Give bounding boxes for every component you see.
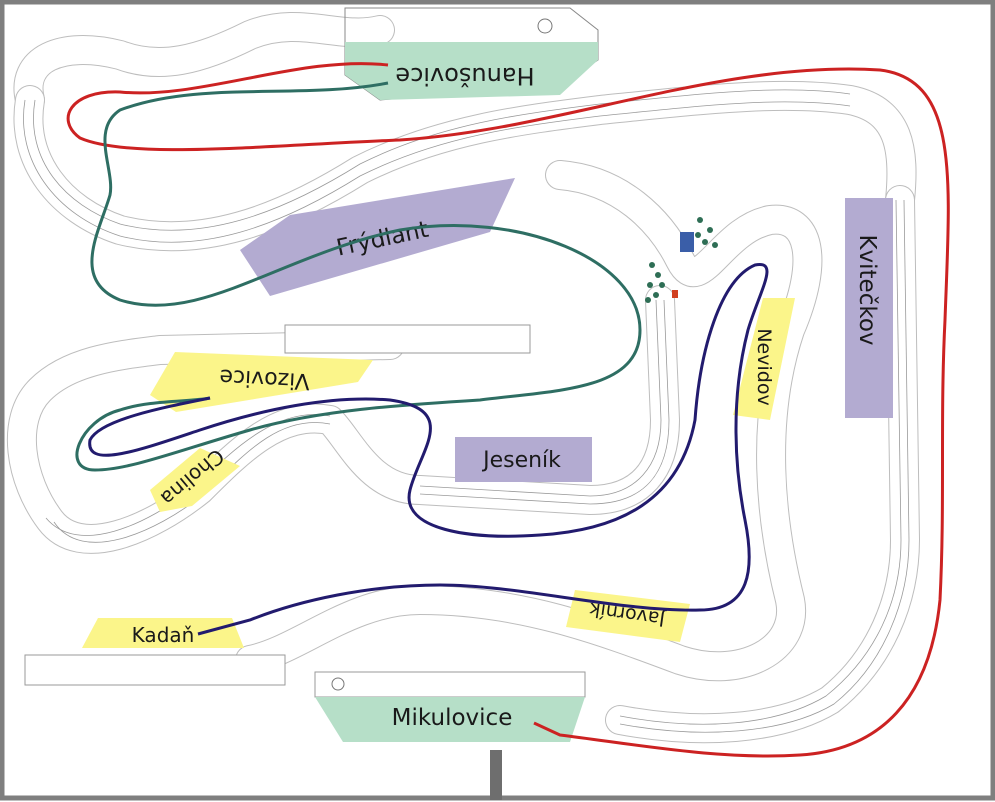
station-label-hanusovice: Hanušovice <box>395 62 534 90</box>
scenery-trees <box>645 217 718 303</box>
red-route <box>66 62 950 758</box>
teal-route <box>75 81 642 472</box>
station-label-nevidov: Nevidov <box>753 328 775 405</box>
station-label-jesenik: Jeseník <box>481 448 561 473</box>
building-blue <box>680 232 694 252</box>
station-label-mikulovice: Mikulovice <box>392 705 513 731</box>
navy-route <box>88 262 769 636</box>
station-jesenik: Jeseník <box>455 437 592 482</box>
station-nevidov: Nevidov <box>733 298 795 420</box>
signal-marker <box>672 290 678 298</box>
station-mikulovice: Mikulovice <box>315 697 585 742</box>
station-label-vizovice: Vizovice <box>219 364 311 394</box>
station-label-kvieckov: Kvitečkov <box>854 234 880 345</box>
station-kvieckov: Kvitečkov <box>845 198 893 418</box>
station-label-kadan: Kadaň <box>132 623 195 647</box>
entrance-post <box>490 750 502 800</box>
station-vizovice: Vizovice <box>150 352 373 412</box>
station-hanusovice: Hanušovice <box>344 7 599 101</box>
station-kadan: Kadaň <box>82 618 244 648</box>
